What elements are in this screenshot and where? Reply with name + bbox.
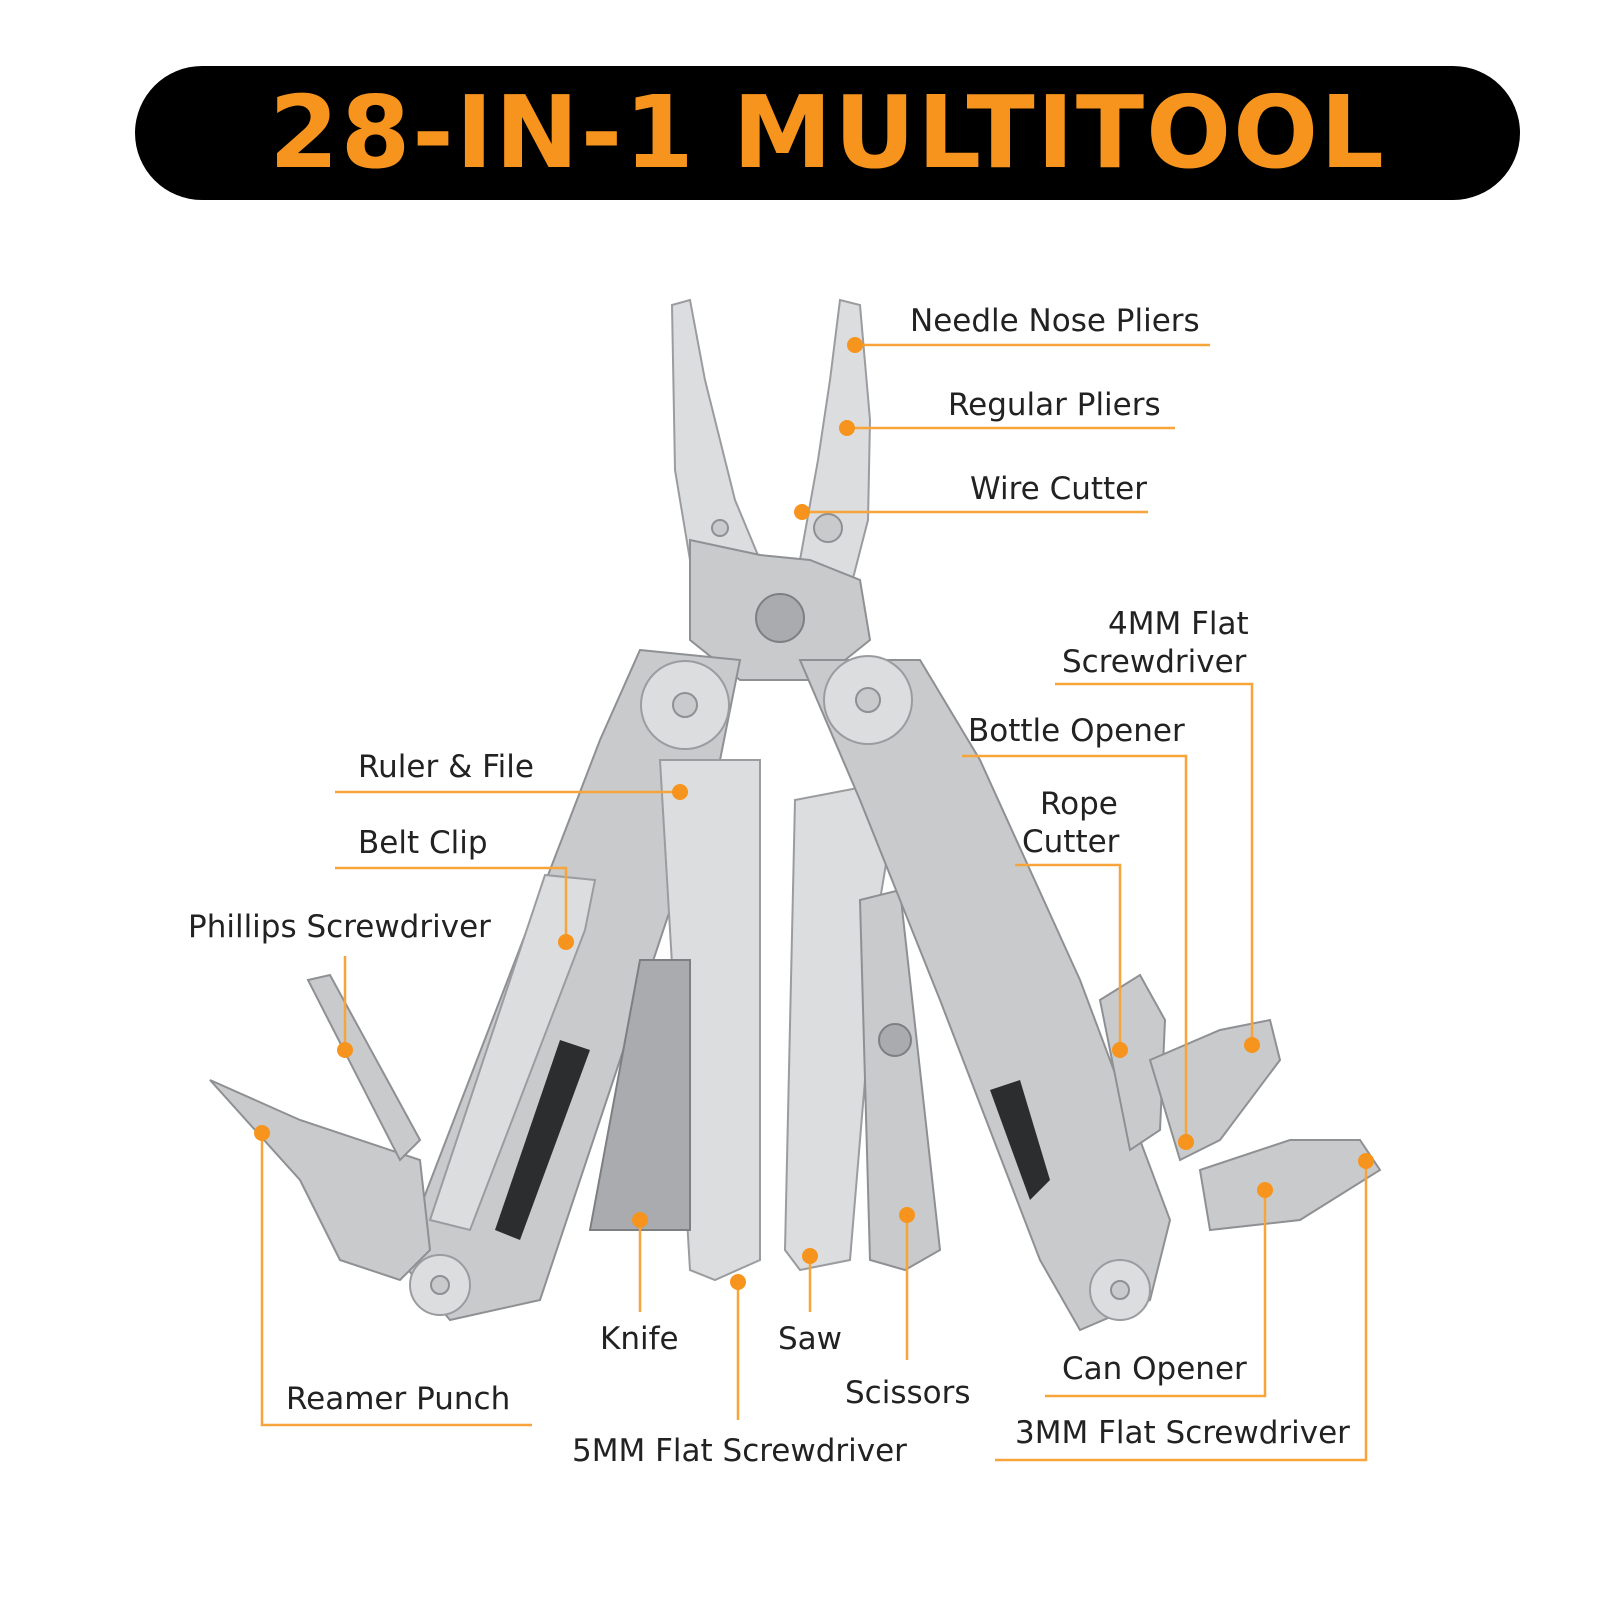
dot-regular-pliers [839,420,855,436]
left-handle [398,648,742,1322]
product-title: 28-IN-1 MULTITOOL [269,74,1386,191]
dot-needle-nose-pliers [847,337,863,353]
label-wire-cutter: Wire Cutter [970,471,1147,507]
label-bottle-opener: Bottle Opener [968,713,1185,749]
dot-ruler-file [672,784,688,800]
label-knife: Knife [600,1321,679,1357]
dot-wire-cutter [794,504,810,520]
label-phillips-screwdriver: Phillips Screwdriver [188,909,491,945]
dot-phillips [337,1042,353,1058]
label-scissors: Scissors [845,1375,971,1411]
dot-4mm-flat [1244,1037,1260,1053]
dot-knife [632,1212,648,1228]
label-ruler-file: Ruler & File [358,749,534,785]
label-needle-nose-pliers: Needle Nose Pliers [910,303,1200,339]
label-belt-clip: Belt Clip [358,825,488,861]
label-can-opener: Can Opener [1062,1351,1247,1387]
label-4mm-flat-line2: Screwdriver [1062,644,1247,680]
dot-3mm-flat [1358,1153,1374,1169]
label-5mm-flat-screwdriver: 5MM Flat Screwdriver [572,1433,907,1469]
dot-bottle-opener [1178,1134,1194,1150]
dot-can-opener [1257,1182,1273,1198]
label-saw: Saw [778,1321,843,1357]
label-regular-pliers: Regular Pliers [948,387,1161,423]
dot-saw [802,1248,818,1264]
dot-5mm-flat [730,1274,746,1290]
label-rope-cutter-line1: Rope [1040,786,1118,822]
right-tools [1098,973,1382,1232]
dot-scissors [899,1207,915,1223]
dot-rope-cutter [1112,1042,1128,1058]
title-banner: 28-IN-1 MULTITOOL [135,66,1520,200]
dot-reamer-punch [254,1125,270,1141]
label-reamer-punch: Reamer Punch [286,1381,511,1417]
pliers-head [670,298,872,681]
leader-lines [260,343,1368,1462]
dot-belt-clip [558,934,574,950]
label-3mm-flat-screwdriver: 3MM Flat Screwdriver [1015,1415,1350,1451]
label-rope-cutter-line2: Cutter [1022,824,1120,860]
right-handle [798,655,1172,1332]
callout-dots [254,337,1374,1290]
center-tools [783,778,942,1272]
label-4mm-flat-line1: 4MM Flat [1108,606,1249,642]
